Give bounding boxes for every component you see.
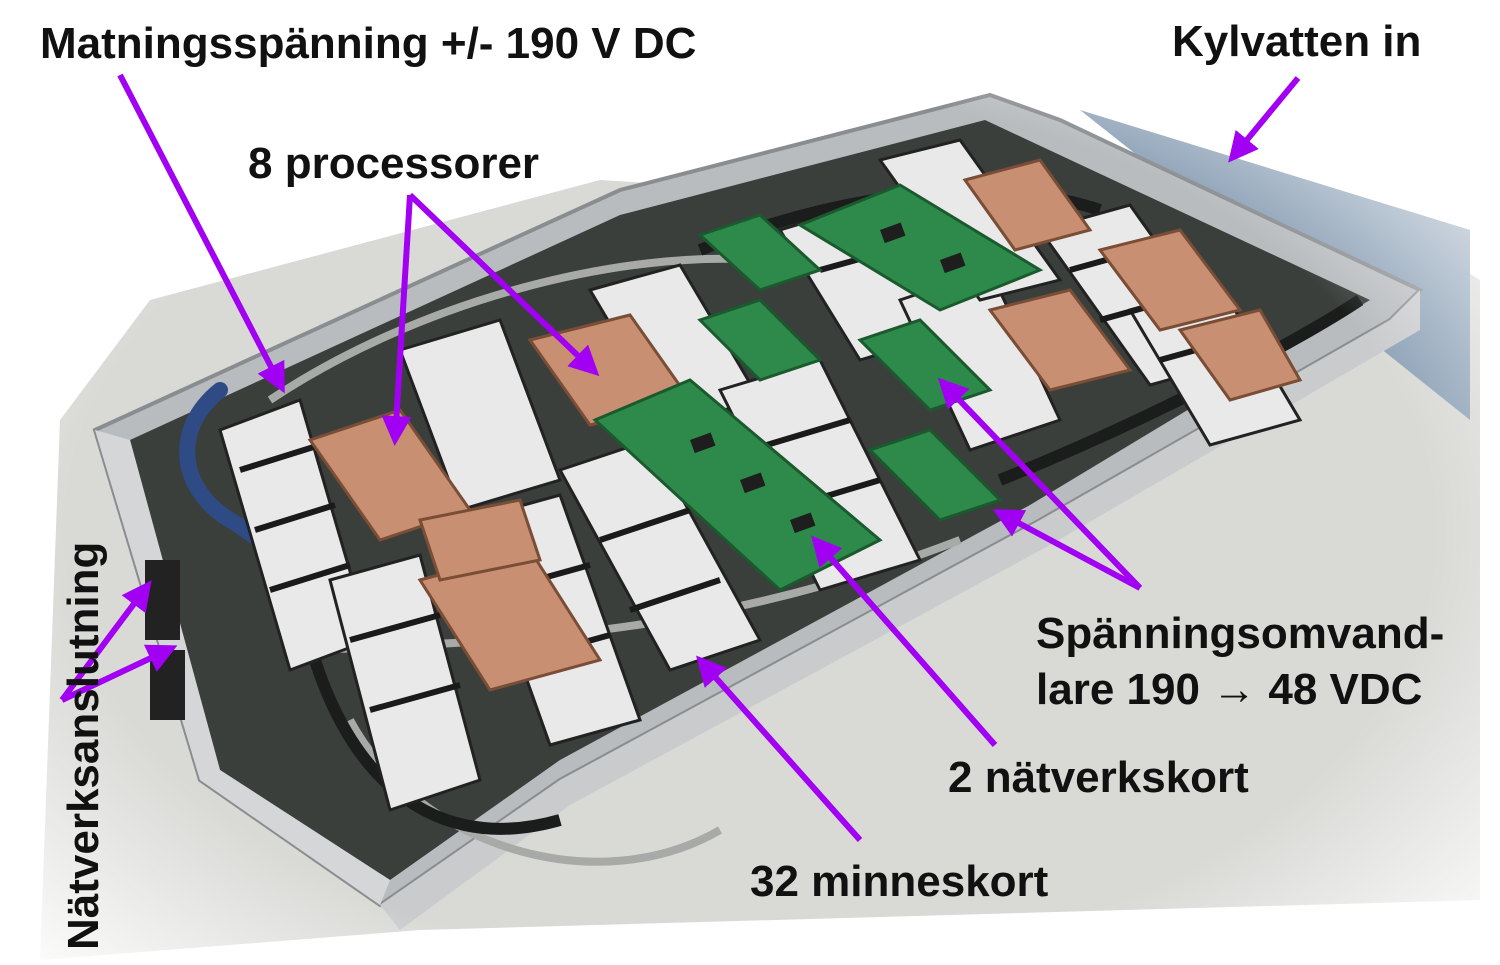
label-network-connection: Nätverksanslutning	[59, 541, 108, 950]
label-voltage-converters: Spänningsomvand- lare 190 → 48 VDC	[1036, 606, 1444, 719]
label-voltage-converters-line1: Spänningsomvand-	[1036, 609, 1445, 658]
arrow-memory	[696, 655, 863, 842]
arrow-netconn-upper	[59, 580, 152, 702]
arrow-netcard	[811, 535, 998, 747]
label-memory-cards: 32 minneskort	[750, 857, 1049, 906]
arrow-water	[1228, 76, 1301, 163]
label-voltage-converters-line2: lare 190 → 48 VDC	[1036, 665, 1423, 715]
label-network-cards: 2 nätverkskort	[948, 753, 1249, 802]
arrow-cpu-left	[381, 194, 413, 446]
arrow-conv-upper	[937, 377, 1143, 591]
arrow-conv-lower	[992, 509, 1142, 591]
label-processors: 8 processorer	[248, 139, 540, 188]
label-cooling-water-in: Kylvatten in	[1172, 17, 1422, 66]
arrow-netconn-lower	[60, 644, 178, 703]
label-power-supply: Matningsspänning +/- 190 V DC	[40, 19, 697, 68]
annotation-arrows	[59, 73, 1301, 842]
arrow-power	[117, 73, 285, 394]
arrow-cpu-right	[407, 192, 600, 377]
